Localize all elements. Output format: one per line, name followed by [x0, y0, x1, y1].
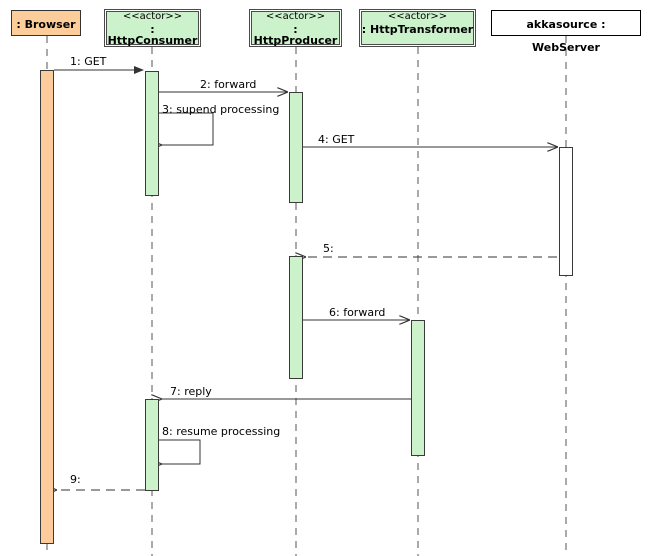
lifeline-head-browser[interactable]: : Browser [11, 10, 81, 36]
stereotype-label-httptransformer: <<actor>> [387, 11, 448, 22]
message-arrow-8-resume-processing [159, 439, 201, 464]
lifeline-axes [46, 36, 567, 556]
message-arrows [54, 66, 557, 490]
activation-bar-browser[interactable] [40, 70, 54, 544]
message-label-7: 7: reply [170, 385, 212, 398]
message-label-6: 6: forward [329, 306, 386, 319]
activation-bar-httptransformer-1[interactable] [411, 320, 425, 456]
activation-bar-httpproducer-2[interactable] [289, 256, 303, 379]
lifeline-label-httpproducer: : HttpProducer [253, 22, 338, 48]
lifeline-head-httptransformer[interactable]: <<actor>> : HttpTransformer [359, 9, 476, 47]
message-label-9: 9: [70, 473, 81, 486]
stereotype-label-httpconsumer: <<actor>> [122, 11, 183, 22]
message-label-2: 2: forward [200, 78, 257, 91]
message-label-5: 5: [323, 242, 334, 255]
lifeline-label-webserver: akkasource : WebServer [526, 18, 606, 54]
activation-bar-webserver-1[interactable] [559, 147, 573, 276]
message-label-1: 1: GET [70, 55, 107, 68]
stereotype-label-httpproducer: <<actor>> [265, 11, 326, 22]
lifeline-label-browser: : Browser [16, 18, 76, 31]
activation-bar-httpconsumer-2[interactable] [145, 399, 159, 491]
message-arrow-3-supend-processing [159, 112, 214, 145]
message-label-3: 3: supend processing [162, 103, 280, 116]
message-label-4: 4: GET [318, 133, 355, 146]
activation-bar-httpconsumer-1[interactable] [145, 71, 159, 196]
activation-bar-httpproducer-1[interactable] [289, 92, 303, 203]
lifeline-head-httpproducer[interactable]: <<actor>> : HttpProducer [249, 9, 342, 47]
lifeline-label-httptransformer: : HttpTransformer [361, 22, 474, 36]
lifeline-head-webserver[interactable]: akkasource : WebServer [491, 10, 641, 54]
lifeline-label-httpconsumer: : HttpConsumer [107, 22, 198, 48]
lifeline-head-httpconsumer[interactable]: <<actor>> : HttpConsumer [104, 9, 201, 47]
message-label-8: 8: resume processing [162, 425, 281, 438]
